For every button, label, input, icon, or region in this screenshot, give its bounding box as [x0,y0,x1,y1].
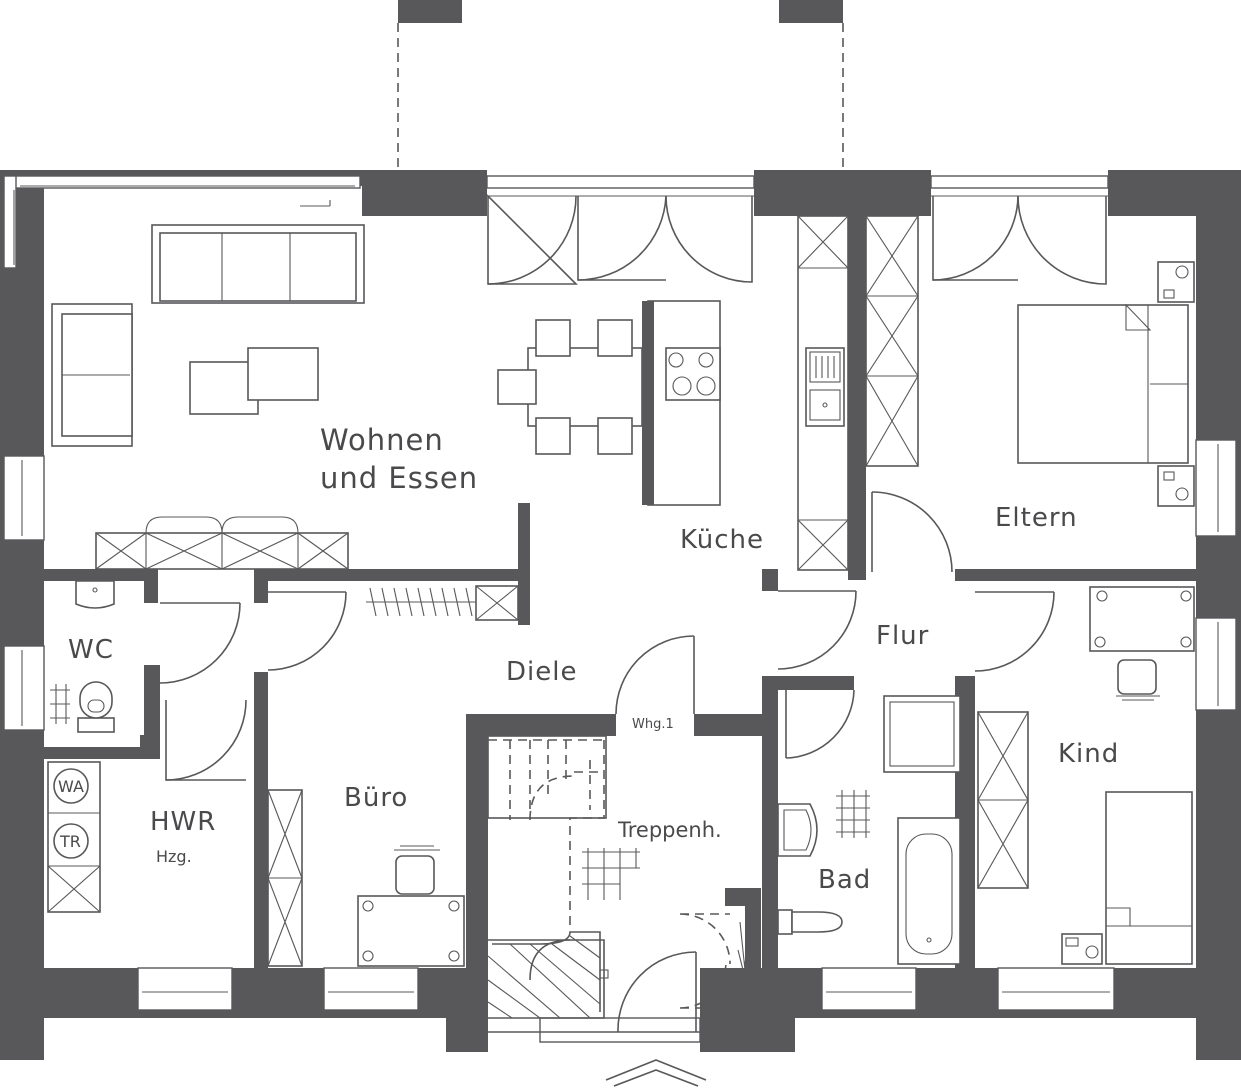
label-und-essen: und Essen [320,461,478,495]
windows [3,175,1237,1087]
terrace [397,0,844,178]
label-wohnen: Wohnen [320,423,444,457]
label-buero: Büro [344,783,408,813]
interior-walls [44,216,1196,1034]
label-treppenhaus: Treppenh. [617,818,722,842]
label-eltern: Eltern [995,503,1078,533]
label-diele: Diele [506,657,577,687]
label-kueche: Küche [680,525,764,555]
label-kind: Kind [1058,739,1119,769]
furniture [47,215,1195,1019]
label-hzg: Hzg. [156,847,192,866]
label-flur: Flur [876,621,929,651]
label-wc: WC [68,635,114,665]
room-labels: Wohnen und Essen Küche Eltern WC Diele F… [58,423,1119,895]
label-whg: Whg.1 [632,717,674,732]
doors [159,194,1107,1033]
label-washer: WA [58,777,84,796]
label-bad: Bad [818,865,871,895]
label-hwr: HWR [150,807,216,837]
label-dryer: TR [59,832,81,851]
